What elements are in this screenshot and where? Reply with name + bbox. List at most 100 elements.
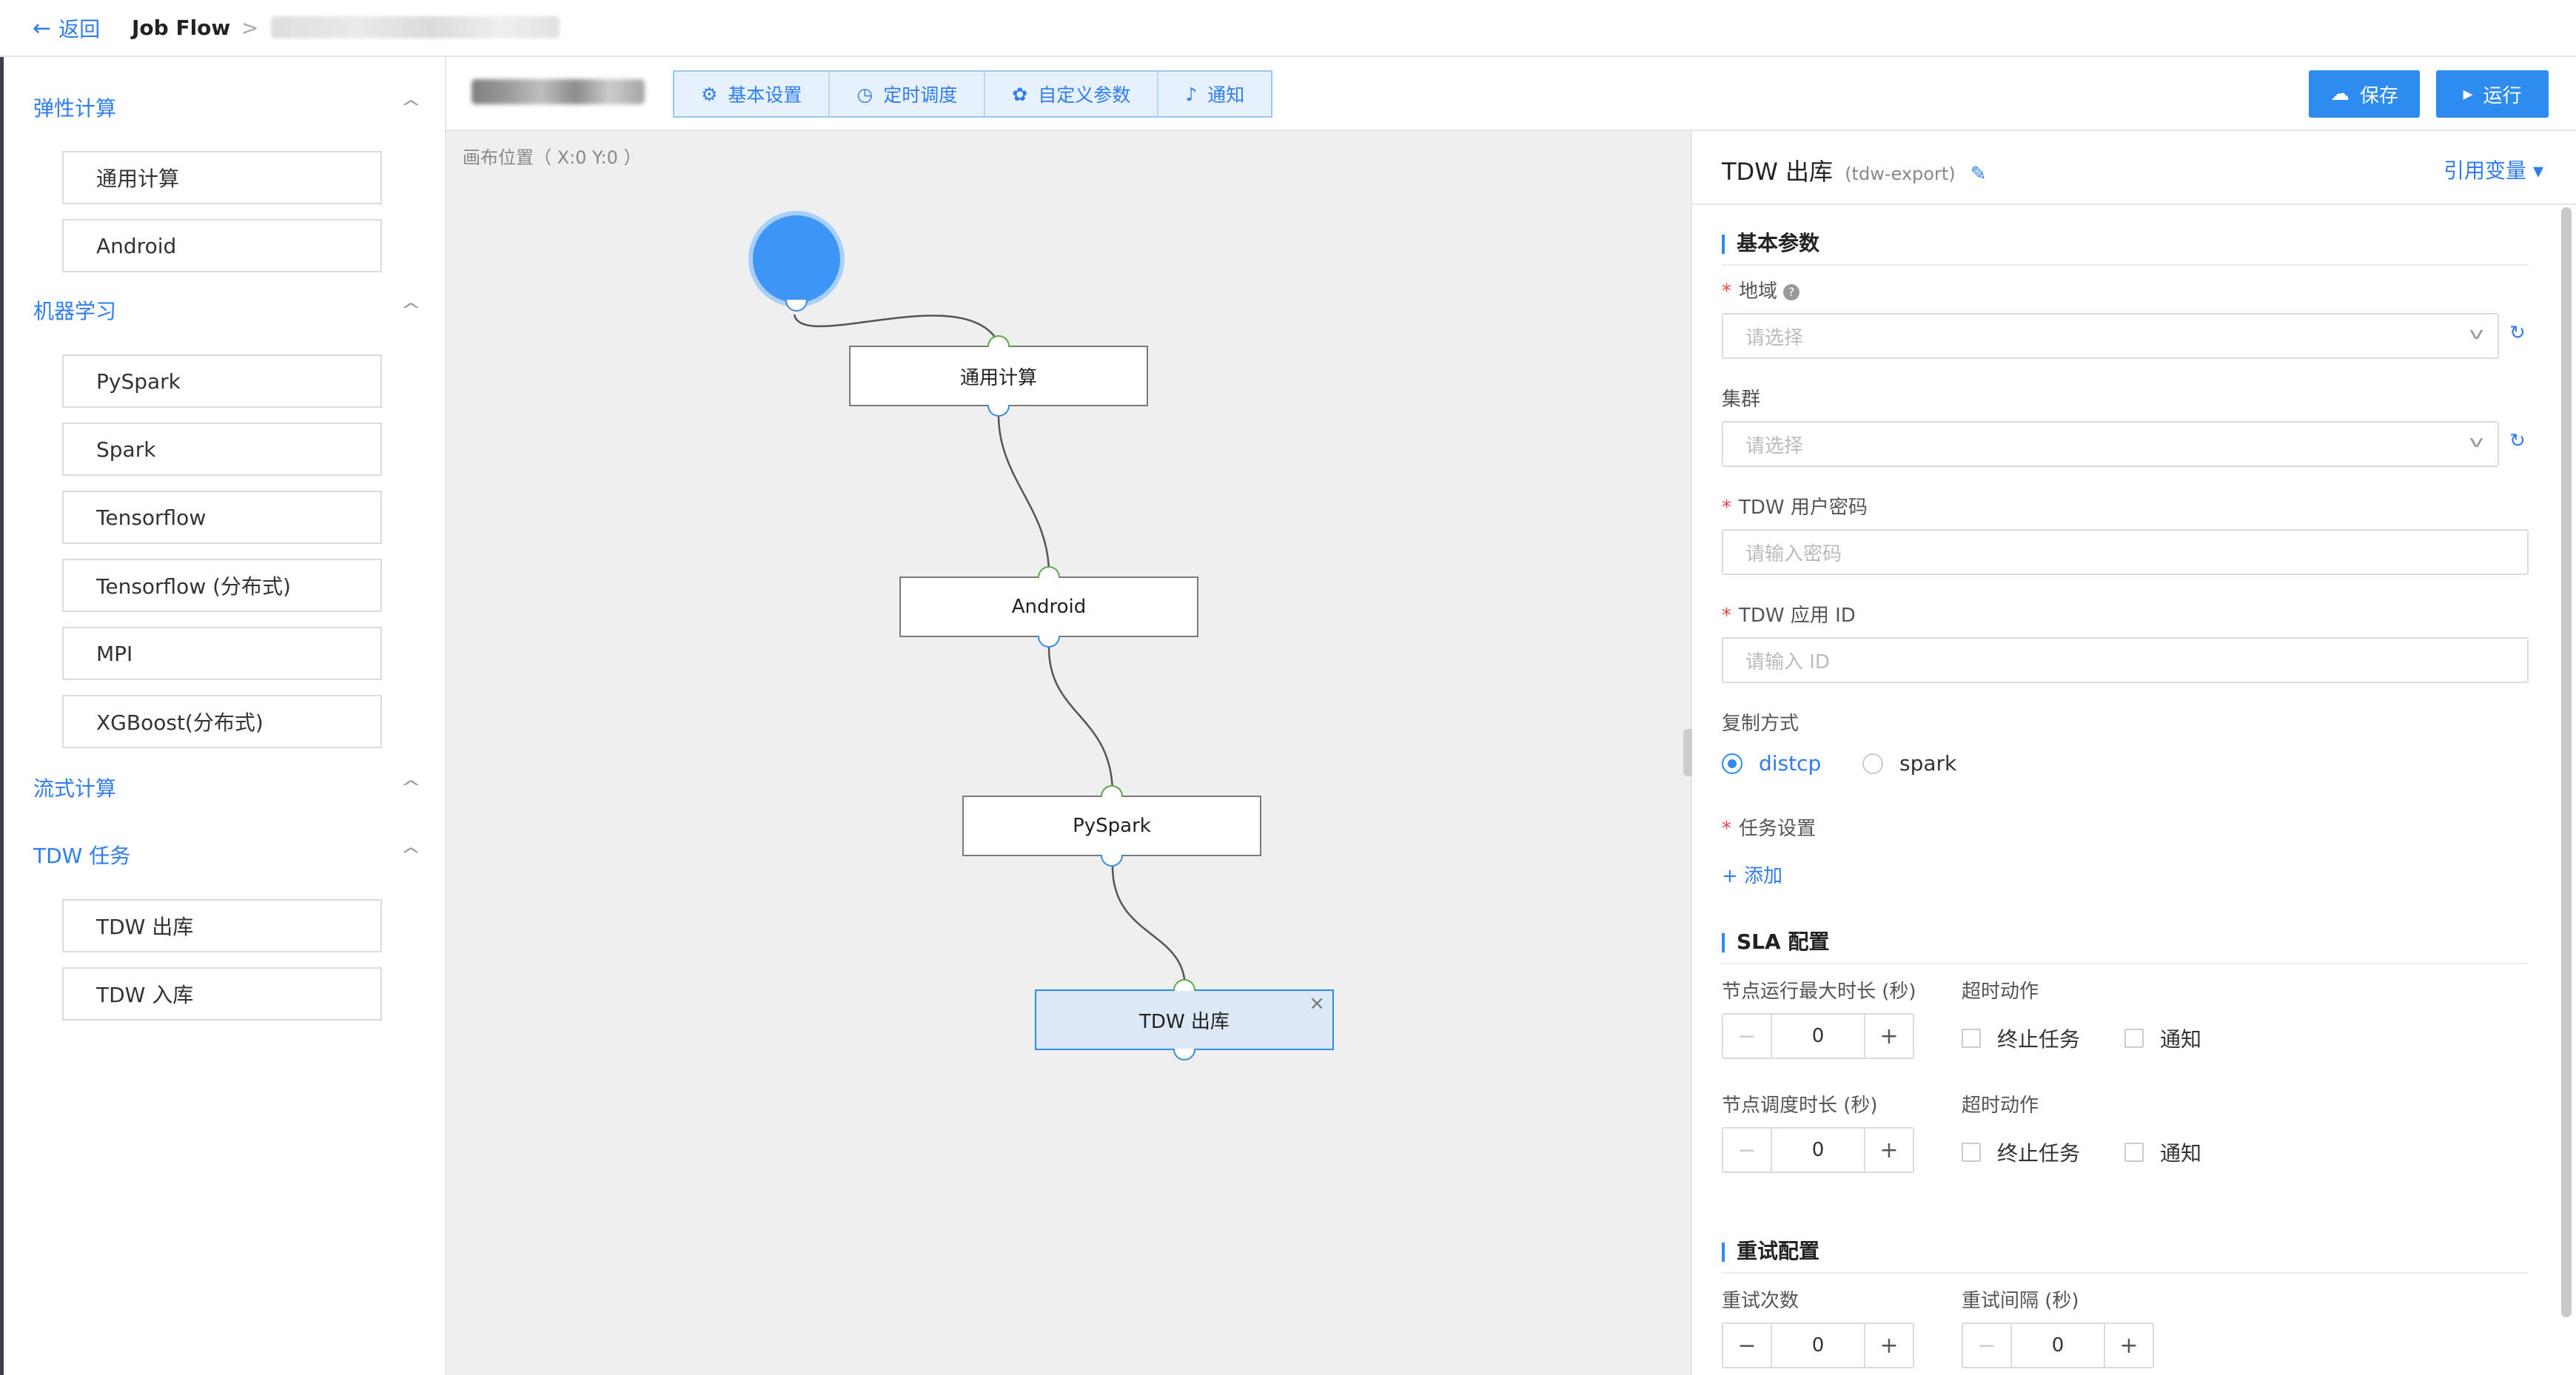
node-label: Android bbox=[1011, 596, 1087, 618]
sidebar-item-tensorflow[interactable]: Tensorflow bbox=[62, 491, 382, 544]
sidebar-item-tdw-import[interactable]: TDW 入库 bbox=[62, 967, 382, 1021]
page-title: Job Flow bbox=[132, 16, 231, 40]
chevron-up-icon[interactable]: ^ bbox=[400, 300, 422, 320]
close-icon[interactable]: × bbox=[1309, 992, 1325, 1015]
reference-variables-dropdown[interactable]: 引用变量 ▾ bbox=[2443, 155, 2543, 184]
increment-button[interactable]: + bbox=[1879, 1023, 1899, 1049]
region-label-text: 地域 bbox=[1739, 280, 1778, 303]
checkbox-notify[interactable]: 通知 bbox=[2124, 1137, 2201, 1167]
retry-interval-value[interactable]: 0 bbox=[2010, 1324, 2105, 1367]
back-link[interactable]: ← 返回 bbox=[33, 13, 100, 43]
flow-node-general-compute[interactable]: 通用计算 bbox=[849, 335, 1148, 417]
tab-custom-params[interactable]: ✿ 自定义参数 bbox=[985, 72, 1159, 116]
flow-canvas[interactable]: 画布位置（ X:0 Y:0 ） 通用计算 Android PySpark TDW… bbox=[446, 131, 1691, 1375]
edge-android-to-pyspark bbox=[1047, 647, 1114, 795]
node-config-panel: TDW 出库 (tdw-export) ✎ 引用变量 ▾ 基本参数 *地域? 请… bbox=[1692, 131, 2576, 1375]
sidebar-item-spark[interactable]: Spark bbox=[62, 423, 382, 476]
increment-button[interactable]: + bbox=[1879, 1137, 1899, 1163]
sidebar-group-elastic[interactable]: 弹性计算 ^ bbox=[33, 93, 422, 122]
retry-count-value[interactable]: 0 bbox=[1771, 1324, 1865, 1367]
section-retry: 重试配置 bbox=[1722, 1238, 2529, 1265]
decrement-button[interactable]: − bbox=[1977, 1332, 1996, 1359]
checkbox-icon bbox=[1962, 1029, 1981, 1048]
section-divider bbox=[1722, 963, 2529, 964]
panel-scrollbar[interactable] bbox=[2561, 207, 2572, 1317]
max-run-stepper[interactable]: − 0 + bbox=[1722, 1013, 1914, 1059]
password-input[interactable]: 请输入密码 bbox=[1722, 529, 2529, 575]
run-label: 运行 bbox=[2483, 84, 2522, 107]
edit-icon[interactable]: ✎ bbox=[1970, 163, 1987, 185]
flow-edges bbox=[793, 314, 1187, 989]
sidebar-item-general-compute[interactable]: 通用计算 bbox=[62, 151, 382, 204]
sidebar-item-tensorflow-distributed[interactable]: Tensorflow (分布式) bbox=[62, 559, 382, 612]
help-icon[interactable]: ? bbox=[1783, 283, 1800, 300]
chevron-up-icon[interactable]: ^ bbox=[400, 844, 422, 865]
checkbox-icon bbox=[2124, 1143, 2144, 1162]
sidebar-item-tdw-export[interactable]: TDW 出库 bbox=[62, 899, 382, 952]
tab-schedule[interactable]: ◷ 定时调度 bbox=[830, 72, 986, 116]
start-node[interactable] bbox=[748, 211, 845, 312]
add-task-button[interactable]: + 添加 bbox=[1722, 865, 1783, 887]
increment-button[interactable]: + bbox=[1879, 1332, 1899, 1359]
max-run-label: 节点运行最大时长 (秒) bbox=[1722, 981, 1916, 1003]
node-label: PySpark bbox=[1073, 815, 1151, 837]
checkbox-icon bbox=[2124, 1029, 2144, 1048]
chevron-up-icon[interactable]: ^ bbox=[400, 97, 422, 118]
flow-node-pyspark[interactable]: PySpark bbox=[962, 785, 1261, 867]
checkbox-notify[interactable]: 通知 bbox=[2124, 1023, 2201, 1053]
section-divider bbox=[1722, 264, 2529, 266]
appid-input[interactable]: 请输入 ID bbox=[1722, 637, 2529, 683]
tab-notify[interactable]: ♪ 通知 bbox=[1158, 72, 1271, 116]
sidebar-group-label: TDW 任务 bbox=[33, 844, 131, 868]
decrement-button[interactable]: − bbox=[1737, 1137, 1757, 1163]
gear-icon: ✿ bbox=[1012, 83, 1028, 105]
flow-node-tdw-export[interactable]: TDW 出库 × bbox=[1035, 979, 1334, 1060]
retry-interval-stepper[interactable]: − 0 + bbox=[1962, 1322, 2154, 1368]
max-run-value[interactable]: 0 bbox=[1771, 1015, 1865, 1058]
sidebar-group-label: 机器学习 bbox=[33, 299, 117, 323]
checkbox-stop-task[interactable]: 终止任务 bbox=[1962, 1023, 2080, 1053]
window-edge bbox=[0, 57, 4, 1375]
section-basic-params: 基本参数 bbox=[1722, 230, 2529, 257]
sched-duration-stepper[interactable]: − 0 + bbox=[1722, 1127, 1914, 1173]
radio-label: spark bbox=[1899, 751, 1957, 776]
refresh-icon[interactable]: ↻ bbox=[2509, 430, 2526, 452]
retry-count-stepper[interactable]: − 0 + bbox=[1722, 1322, 1914, 1368]
settings-tabs: ⚙ 基本设置 ◷ 定时调度 ✿ 自定义参数 ♪ 通知 bbox=[673, 70, 1273, 118]
sidebar-item-xgboost[interactable]: XGBoost(分布式) bbox=[62, 695, 382, 748]
sidebar-group-ml[interactable]: 机器学习 ^ bbox=[33, 295, 422, 325]
save-button[interactable]: ☁ 保存 bbox=[2309, 70, 2420, 118]
sched-duration-value[interactable]: 0 bbox=[1771, 1129, 1865, 1171]
region-select[interactable]: 请选择 v bbox=[1722, 313, 2499, 359]
node-title: TDW 出库 bbox=[1722, 158, 1834, 186]
sidebar-group-stream[interactable]: 流式计算 ^ bbox=[33, 773, 422, 802]
retry-interval-label: 重试间隔 (秒) bbox=[1962, 1290, 2079, 1312]
radio-spark[interactable]: spark bbox=[1862, 751, 1956, 776]
cluster-select[interactable]: 请选择 v bbox=[1722, 421, 2499, 467]
flow-node-android[interactable]: Android bbox=[899, 566, 1198, 648]
section-sla: SLA 配置 bbox=[1722, 929, 2529, 955]
node-label: TDW 出库 bbox=[1139, 1010, 1230, 1033]
checkbox-stop-task[interactable]: 终止任务 bbox=[1962, 1137, 2080, 1167]
sidebar-group-tdw[interactable]: TDW 任务 ^ bbox=[33, 840, 422, 870]
decrement-button[interactable]: − bbox=[1737, 1023, 1757, 1049]
radio-unselected-icon bbox=[1862, 753, 1883, 774]
chevron-up-icon[interactable]: ^ bbox=[400, 777, 422, 798]
timeout-action-label: 超时动作 bbox=[1962, 1095, 2039, 1117]
cloud-upload-icon: ☁ bbox=[2330, 83, 2349, 105]
sched-duration-label: 节点调度时长 (秒) bbox=[1722, 1095, 1878, 1117]
tab-basic-settings[interactable]: ⚙ 基本设置 bbox=[674, 72, 831, 116]
flow-toolbar: ⚙ 基本设置 ◷ 定时调度 ✿ 自定义参数 ♪ 通知 ☁ 保存 ▸ 运行 bbox=[446, 57, 2576, 131]
appid-label-text: TDW 应用 ID bbox=[1739, 605, 1856, 627]
tab-label: 通知 bbox=[1207, 84, 1245, 106]
sidebar-item-android[interactable]: Android bbox=[62, 219, 382, 272]
sidebar-item-mpi[interactable]: MPI bbox=[62, 627, 382, 680]
run-button[interactable]: ▸ 运行 bbox=[2436, 70, 2549, 118]
decrement-button[interactable]: − bbox=[1737, 1332, 1757, 1359]
reference-variables-label: 引用变量 bbox=[2443, 158, 2527, 183]
radio-selected-icon bbox=[1722, 753, 1743, 774]
radio-distcp[interactable]: distcp bbox=[1722, 751, 1821, 776]
increment-button[interactable]: + bbox=[2119, 1332, 2139, 1359]
sidebar-item-pyspark[interactable]: PySpark bbox=[62, 354, 382, 408]
refresh-icon[interactable]: ↻ bbox=[2509, 322, 2526, 344]
